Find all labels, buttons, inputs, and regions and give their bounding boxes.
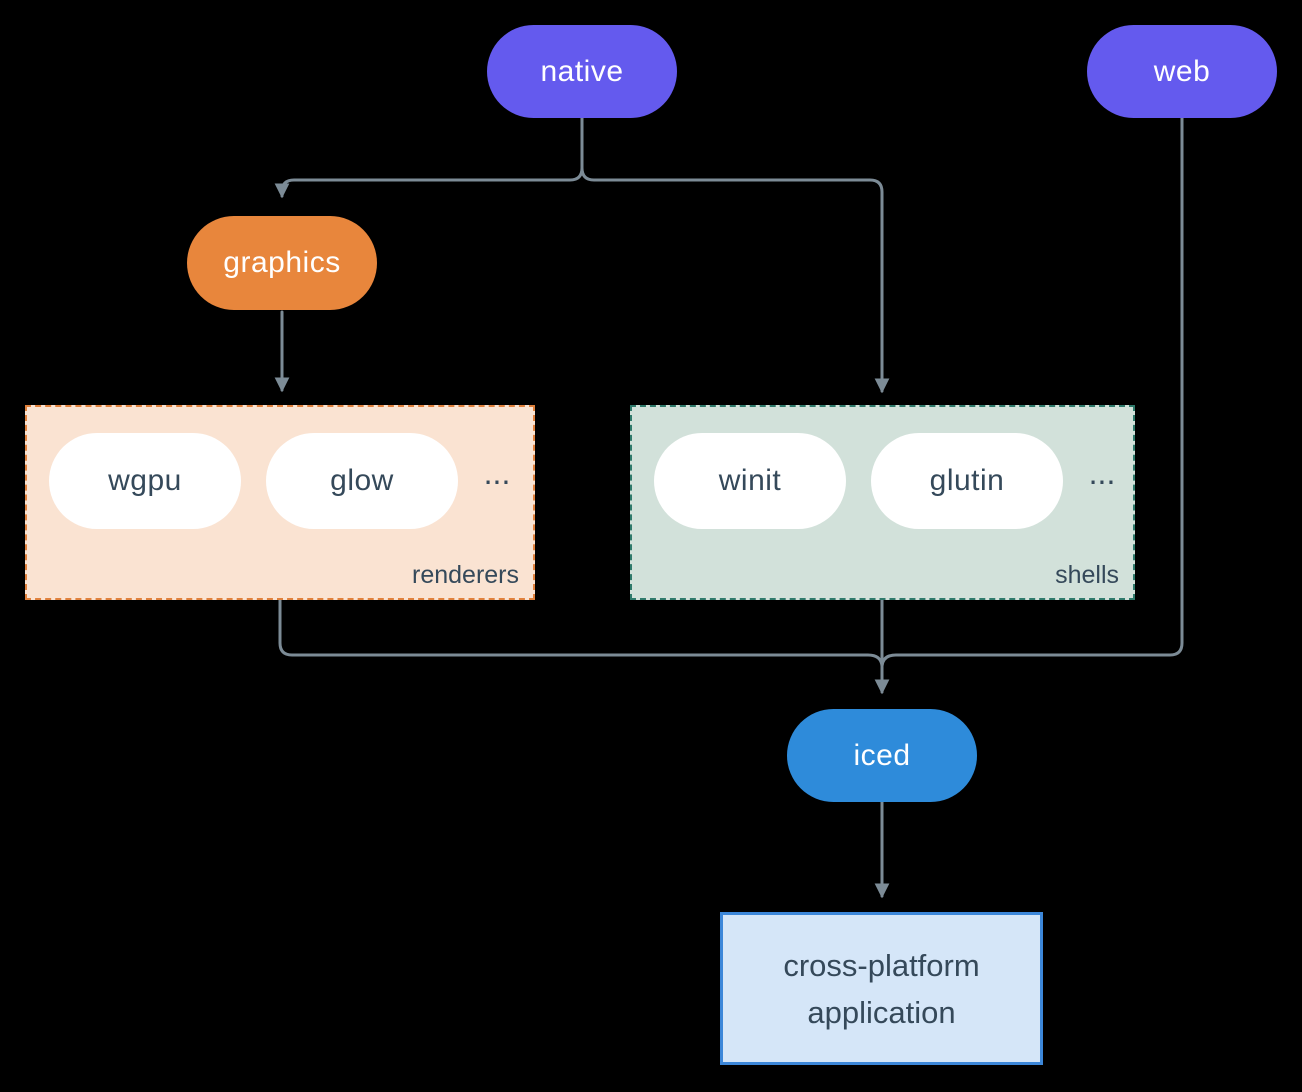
- renderers-ellipsis: ...: [483, 455, 511, 491]
- node-iced: iced: [787, 709, 977, 802]
- node-glutin-label: glutin: [929, 464, 1005, 497]
- node-iced-label: iced: [853, 738, 911, 772]
- node-cross-platform-application: cross-platform application: [720, 912, 1043, 1065]
- shells-group-label: shells: [1055, 561, 1119, 589]
- renderers-group-label: renderers: [412, 561, 519, 589]
- shells-ellipsis: ...: [1088, 455, 1116, 491]
- node-wgpu: wgpu: [49, 433, 241, 529]
- node-native-label: native: [540, 54, 624, 88]
- edge-renderers-to-merge: [278, 598, 884, 668]
- node-winit-label: winit: [718, 464, 782, 497]
- edge-native-to-graphics: [274, 166, 584, 199]
- node-wgpu-label: wgpu: [108, 464, 182, 497]
- node-graphics: graphics: [187, 216, 377, 310]
- node-winit: winit: [654, 433, 846, 529]
- node-glutin: glutin: [871, 433, 1063, 529]
- node-glow-label: glow: [330, 464, 394, 497]
- node-native: native: [487, 25, 677, 118]
- node-graphics-label: graphics: [223, 246, 341, 279]
- node-web-label: web: [1153, 54, 1211, 88]
- application-label-line-2: application: [807, 994, 956, 1030]
- node-glow: glow: [266, 433, 458, 529]
- group-renderers: wgpu glow ... renderers: [25, 405, 535, 600]
- node-web: web: [1087, 25, 1277, 118]
- edge-web-to-merge: [880, 116, 1184, 668]
- edge-native-to-shells: [580, 166, 890, 394]
- application-label-line-1: cross-platform: [783, 947, 980, 983]
- group-shells: winit glutin ... shells: [630, 405, 1135, 600]
